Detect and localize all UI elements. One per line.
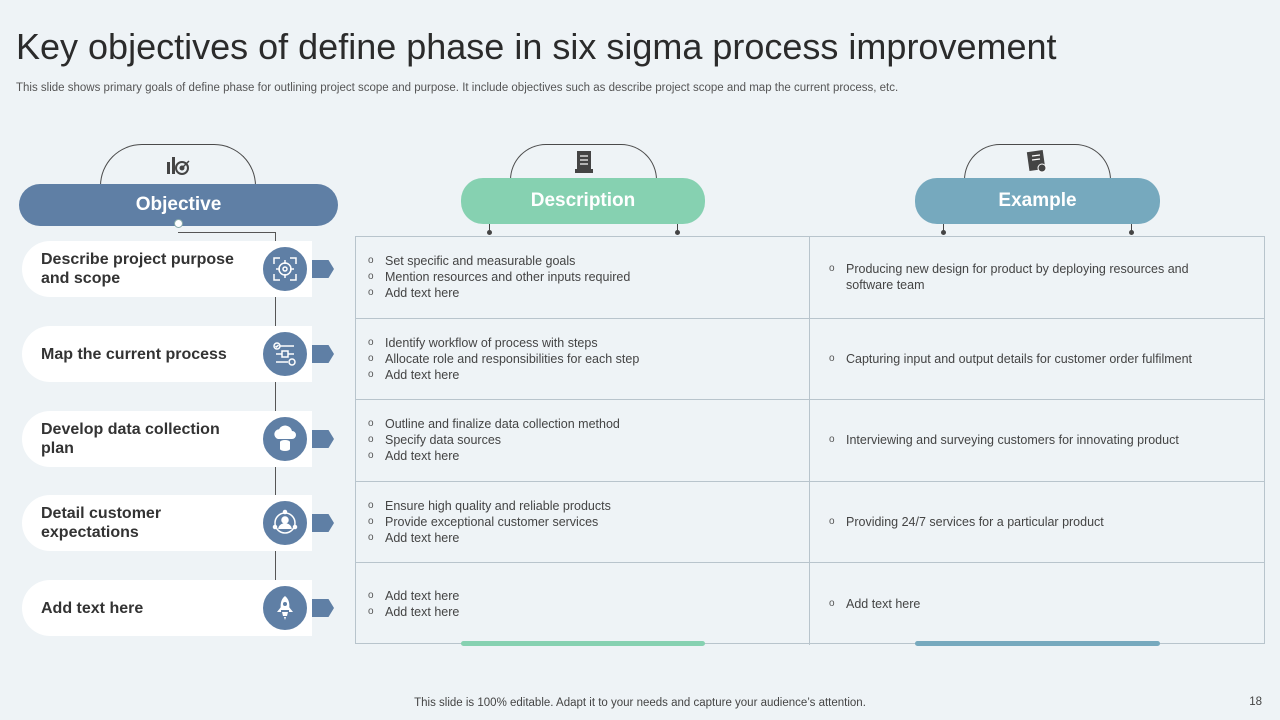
example-tick-left (943, 224, 944, 232)
objective-label: Describe project purpose and scope (41, 251, 234, 287)
page-title: Key objectives of define phase in six si… (16, 26, 1057, 67)
footer-note: This slide is 100% editable. Adapt it to… (414, 697, 866, 709)
objective-label: Develop data collection plan (41, 421, 220, 457)
example-tick-right (1131, 224, 1132, 232)
objective-item: Add text here (22, 580, 334, 636)
workflow-icon (260, 329, 310, 379)
target-scope-icon (260, 244, 310, 294)
objective-item: Map the current process (22, 326, 334, 382)
description-tick-left (489, 224, 490, 232)
objective-arrow (312, 345, 334, 363)
objective-label: Detail customer expectations (41, 505, 162, 541)
example-tickdot-left (941, 230, 946, 235)
objective-item: Develop data collection plan (22, 411, 334, 467)
example-tickdot-right (1129, 230, 1134, 235)
page-subtitle: This slide shows primary goals of define… (16, 82, 899, 94)
objective-arrow (312, 599, 334, 617)
description-tickdot-left (487, 230, 492, 235)
objective-arrow (312, 514, 334, 532)
description-tickdot-right (675, 230, 680, 235)
objective-item: Detail customer expectations (22, 495, 334, 551)
objective-label: Map the current process (41, 345, 227, 363)
connector-horizontal (178, 232, 275, 233)
chart-target-icon (165, 152, 191, 183)
description-bottom-bar (461, 641, 705, 646)
objective-arrow (312, 260, 334, 278)
objective-item: Describe project purpose and scope (22, 241, 334, 297)
objective-arrow (312, 430, 334, 448)
page-number: 18 (1249, 696, 1262, 708)
example-bottom-bar (915, 641, 1160, 646)
description-tick-right (677, 224, 678, 232)
cloud-database-icon (260, 414, 310, 464)
rocket-icon (260, 583, 310, 633)
objective-label: Add text here (41, 599, 144, 617)
connector-dot (174, 219, 183, 228)
certificate-icon (1026, 149, 1048, 179)
example-header: Example (915, 178, 1160, 224)
customer-icon (260, 498, 310, 548)
description-header: Description (461, 178, 705, 224)
document-icon (574, 150, 594, 179)
